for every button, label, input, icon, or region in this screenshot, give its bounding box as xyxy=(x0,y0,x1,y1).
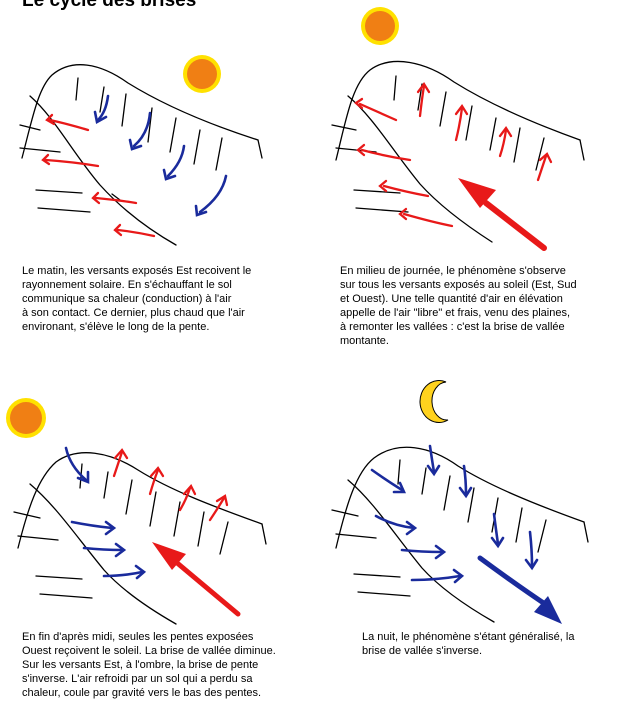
morning-cool-downslope-arrows xyxy=(95,96,226,215)
valley-drawing xyxy=(332,447,588,622)
night-cool-downslope-arrows xyxy=(372,446,537,582)
panel-night: La nuit, le phénomène s'étant généralisé… xyxy=(322,380,642,620)
panel-midday: En milieu de journée, le phénomène s'obs… xyxy=(322,0,642,240)
valley-drawing xyxy=(20,65,262,245)
panel-afternoon: En fin d'après midi, seules les pentes e… xyxy=(0,380,320,620)
afternoon-cool-downslope-arrows xyxy=(66,448,144,578)
caption-afternoon: En fin d'après midi, seules les pentes e… xyxy=(22,630,276,700)
valley-breeze-weakening-arrow xyxy=(152,542,238,614)
morning-warm-upslope-arrows xyxy=(43,115,154,236)
valley-breeze-down-arrow xyxy=(480,558,562,624)
sun-icon xyxy=(361,7,399,45)
moon-icon xyxy=(420,381,448,423)
valley-breeze-up-arrow xyxy=(458,178,544,248)
caption-night: La nuit, le phénomène s'étant généralisé… xyxy=(362,630,574,658)
sun-icon xyxy=(6,398,46,438)
midday-warm-arrows xyxy=(356,84,551,226)
caption-morning: Le matin, les versants exposés Est recoi… xyxy=(22,264,251,334)
valley-drawing xyxy=(14,453,266,624)
caption-midday: En milieu de journée, le phénomène s'obs… xyxy=(340,264,577,348)
panel-morning: Le matin, les versants exposés Est recoi… xyxy=(0,0,320,240)
sun-icon xyxy=(183,55,221,93)
